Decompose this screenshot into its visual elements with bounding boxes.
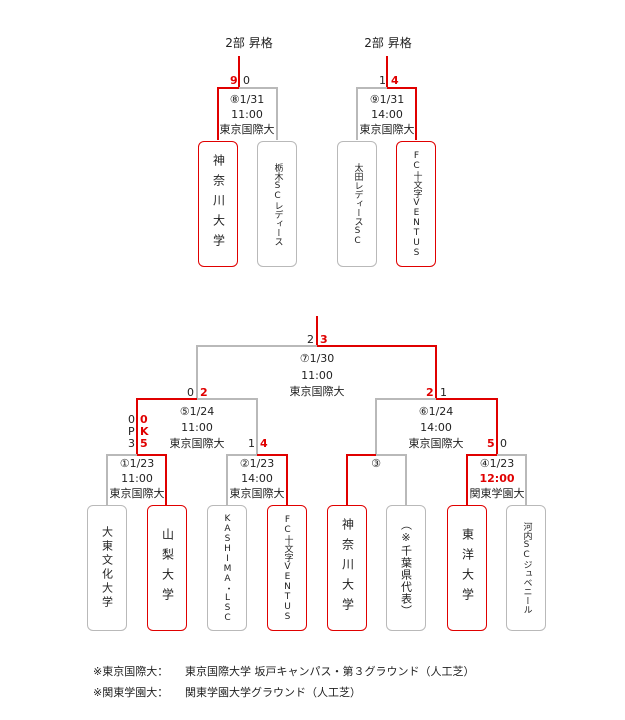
venue-note-value: 関東学園大学グラウンド（人工芝）: [185, 686, 361, 699]
team-box[interactable]: 神奈川大学: [198, 141, 238, 267]
final-time: 11:00: [301, 369, 333, 382]
upper-right-venue: 東京国際大: [359, 123, 415, 136]
team-box[interactable]: 栃木SCレディース: [257, 141, 297, 267]
upper-left-lane-a: [217, 87, 239, 140]
upper-right-lane-b: [387, 87, 417, 140]
r1-m4-lane-a: [466, 454, 497, 505]
team-name: FC十文字VENTUS: [411, 150, 422, 258]
r1-m3-lane-a: [346, 454, 376, 505]
upper-left-lane-b: [239, 87, 278, 140]
team-name: 東洋大学: [460, 528, 475, 608]
semi-right-time: 14:00: [420, 421, 452, 434]
r1-m2-lane-b: [257, 454, 288, 505]
pk-right-1: 0: [140, 413, 148, 426]
semi-left-venue: 東京国際大: [169, 437, 225, 450]
upper-right-match-date: ⑨1/31: [369, 93, 405, 106]
final-right-lane: [317, 345, 437, 399]
r1-m1-match-date: ①1/23: [119, 457, 155, 470]
r1-m4-venue: 関東学園大: [469, 487, 525, 500]
semi-right-venue: 東京国際大: [408, 437, 464, 450]
team-box[interactable]: 太田レディースSC: [337, 141, 377, 267]
upper-right-lane-a: [356, 87, 387, 140]
upper-right-score-a: 1: [379, 74, 386, 87]
r1-m2-match-date: ②1/23: [239, 457, 275, 470]
team-box[interactable]: 神奈川大学: [327, 505, 367, 631]
pk-left-3: 3: [128, 437, 135, 450]
r1-m2-time: 14:00: [241, 472, 273, 485]
r1-m4-lane-b: [497, 454, 527, 505]
r1-m1-lane-b: [137, 454, 167, 505]
team-box[interactable]: 大東文化大学: [87, 505, 127, 631]
team-name: 神奈川大学: [340, 518, 355, 618]
team-box[interactable]: 東洋大学: [447, 505, 487, 631]
final-score-left: 2: [307, 333, 314, 346]
r1-m2-score-a: 1: [248, 437, 255, 450]
pk-left-2: P: [128, 425, 135, 438]
venue-note-1: ※東京国際大： 東京国際大学 坂戸キャンパス・第３グラウンド（人工芝）: [93, 665, 475, 678]
venue-note-2: ※関東学園大： 関東学園大学グラウンド（人工芝）: [93, 686, 361, 699]
venue-note-key: ※関東学園大：: [93, 686, 169, 699]
r1-m3-lane-b: [376, 454, 407, 505]
r1-m4-time: 12:00: [479, 472, 515, 485]
semi-left-score-left: 0: [187, 386, 194, 399]
semi-right-lane-a: [375, 398, 436, 455]
upper-left-match-date: ⑧1/31: [229, 93, 265, 106]
team-name: 山梨大学: [160, 528, 175, 608]
r1-m2-score-b: 4: [260, 437, 268, 450]
team-name: KASHIMA・LSC: [222, 513, 233, 623]
team-name: 栃木SCレディース: [272, 162, 283, 246]
r1-m4-score-a: 5: [487, 437, 495, 450]
final-score-right: 3: [320, 333, 328, 346]
team-box[interactable]: KASHIMA・LSC: [207, 505, 247, 631]
semi-left-lane-a: [136, 398, 197, 455]
team-box[interactable]: FC十文字VENTUS: [267, 505, 307, 631]
venue-note-key: ※東京国際大：: [93, 665, 169, 678]
final-left-lane: [196, 345, 317, 399]
upper-left-score-b: 0: [243, 74, 250, 87]
upper-right-time: 14:00: [371, 108, 403, 121]
semi-right-score-right: 1: [440, 386, 447, 399]
r1-m4-score-b: 0: [500, 437, 507, 450]
r1-m2-lane-a: [226, 454, 257, 505]
r1-m3-match-no: ③: [371, 457, 381, 470]
team-name: 神奈川大学: [211, 154, 226, 254]
upper-right-score-b: 4: [391, 74, 399, 87]
upper-left-result: 2部 昇格: [225, 36, 273, 50]
semi-right-lane-b: [436, 398, 498, 455]
team-box[interactable]: FC十文字VENTUS: [396, 141, 436, 267]
upper-left-time: 11:00: [231, 108, 263, 121]
pk-right-2: K: [140, 425, 149, 438]
semi-left-match-date: ⑤1/24: [179, 405, 215, 418]
semi-left-time: 11:00: [181, 421, 213, 434]
team-box[interactable]: 山梨大学: [147, 505, 187, 631]
team-name: 太田レディースSC: [352, 162, 363, 246]
team-box[interactable]: （※千葉県代表）: [386, 505, 426, 631]
venue-note-value: 東京国際大学 坂戸キャンパス・第３グラウンド（人工芝）: [185, 665, 475, 678]
semi-right-score-left: 2: [426, 386, 434, 399]
r1-m2-venue: 東京国際大: [229, 487, 285, 500]
r1-m1-time: 11:00: [121, 472, 153, 485]
team-name: 大東文化大学: [100, 526, 114, 610]
semi-left-score-right: 2: [200, 386, 208, 399]
semi-right-match-date: ⑥1/24: [418, 405, 454, 418]
r1-m4-match-date: ④1/23: [479, 457, 515, 470]
team-box[interactable]: 河内SCジュベニール: [506, 505, 546, 631]
team-name: FC十文字VENTUS: [282, 514, 293, 622]
r1-m1-lane-a: [106, 454, 137, 505]
team-name: （※千葉県代表）: [399, 519, 413, 617]
pk-right-3: 5: [140, 437, 148, 450]
final-match-date: ⑦1/30: [299, 352, 335, 365]
r1-m1-venue: 東京国際大: [109, 487, 165, 500]
upper-left-venue: 東京国際大: [219, 123, 275, 136]
upper-left-score-a: 9: [230, 74, 238, 87]
upper-right-result: 2部 昇格: [364, 36, 412, 50]
pk-left-1: 0: [128, 413, 135, 426]
final-venue: 東京国際大: [289, 385, 345, 398]
semi-left-lane-b: [197, 398, 258, 455]
team-name: 河内SCジュベニール: [521, 522, 532, 614]
